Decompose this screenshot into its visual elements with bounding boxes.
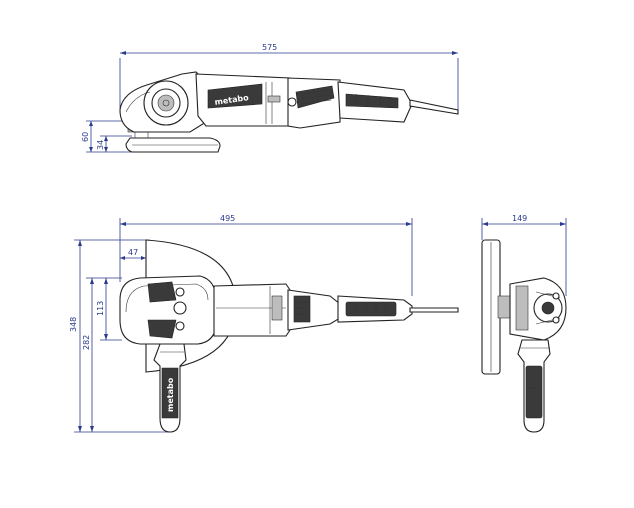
- front-view: 149: [481, 214, 567, 433]
- side-view: 575 60 34: [81, 43, 459, 153]
- side-gear-head: [119, 71, 207, 133]
- dimension-verticals: 348 282 113: [69, 239, 170, 433]
- dim-label-149: 149: [512, 214, 527, 223]
- brand-logo-top: metabo: [166, 377, 175, 412]
- side-motor-body: metabo: [195, 73, 291, 127]
- top-rear-handle: [337, 295, 459, 323]
- side-switch-housing: [287, 77, 341, 129]
- top-view: 495 47 348 282 113: [69, 214, 459, 433]
- top-switch: [287, 289, 341, 331]
- dimension-149: 149: [481, 214, 567, 296]
- front-gear-head: [509, 277, 567, 341]
- front-side-handle: [517, 339, 551, 433]
- dimension-575: 575: [119, 43, 459, 110]
- dim-label-47: 47: [128, 248, 138, 257]
- top-motor-body: [213, 283, 291, 337]
- dim-label-348: 348: [69, 317, 78, 332]
- dim-label-60: 60: [81, 132, 90, 142]
- dimension-47: 47: [120, 240, 147, 262]
- top-gear-head: [119, 275, 217, 345]
- dim-label-495: 495: [220, 214, 235, 223]
- dim-label-34: 34: [96, 140, 105, 150]
- side-rear-handle: [337, 81, 459, 123]
- dim-label-113: 113: [96, 301, 105, 316]
- dimension-60-34: 60 34: [81, 120, 132, 153]
- top-side-handle: metabo: [153, 343, 187, 433]
- dim-label-575: 575: [262, 43, 277, 52]
- dim-label-282: 282: [82, 335, 91, 350]
- dimension-495: 495: [119, 214, 413, 296]
